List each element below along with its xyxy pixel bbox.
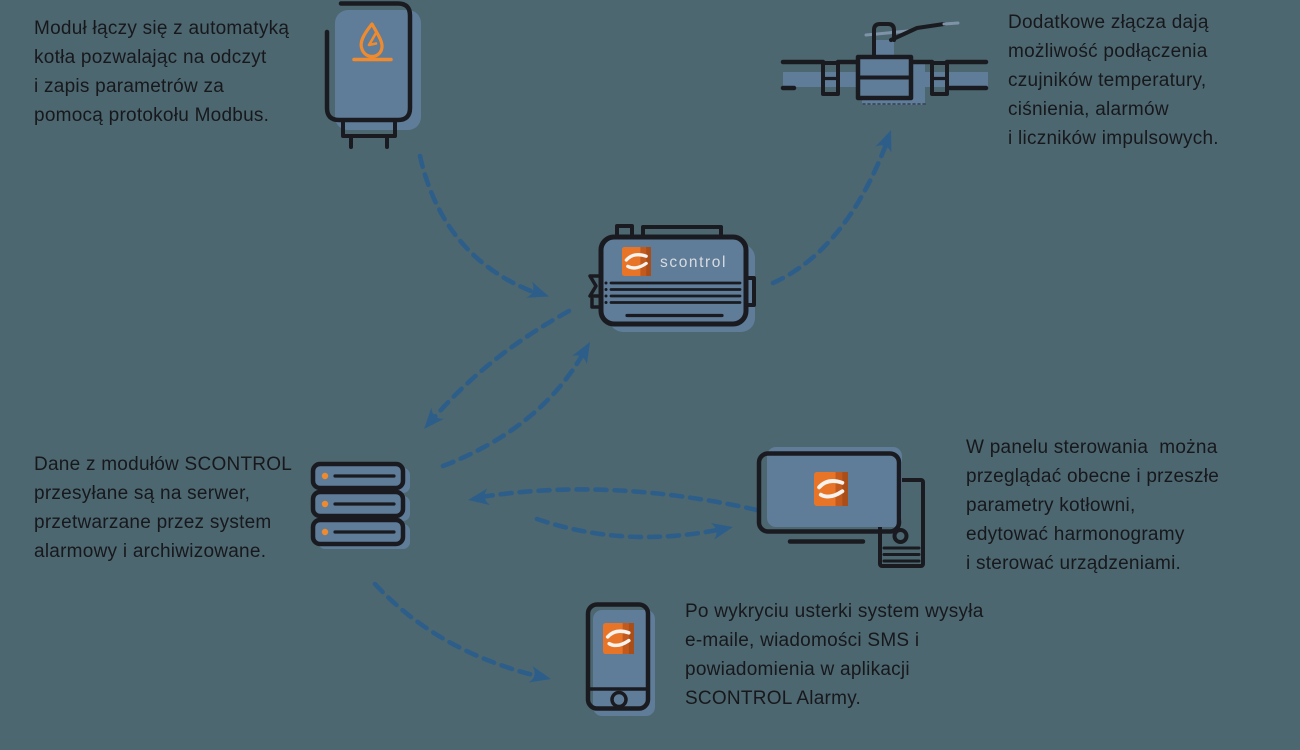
flame-icon	[352, 22, 393, 62]
text-line: przeglądać obecne i przeszłe	[966, 466, 1220, 487]
text-line: Dane z modułów SCONTROL	[34, 454, 293, 475]
text-line: i liczników impulsowych.	[1008, 128, 1219, 149]
panel-description: W panelu sterowania można przeglądać obe…	[966, 433, 1219, 578]
boiler-description: Moduł łączy się z automatyką kotła pozwa…	[34, 14, 289, 130]
monitor-icon	[756, 447, 925, 568]
text-line: edytować harmonogramy	[966, 524, 1185, 545]
text-line: przesyłane są na serwer,	[34, 483, 251, 504]
scontrol-logo-icon	[814, 472, 848, 506]
text-line: pomocą protokołu Modbus.	[34, 105, 270, 126]
arrow-server-to-monitor	[534, 516, 733, 540]
text-line: powiadomienia w aplikacji	[685, 659, 910, 680]
arrow-module-to-server	[424, 308, 572, 429]
text-line: parametry kotłowni,	[966, 495, 1136, 516]
phone-icon	[585, 602, 655, 716]
text-line: ciśnienia, alarmów	[1008, 99, 1169, 120]
alerts-description: Po wykryciu usterki system wysyła e-mail…	[685, 597, 984, 713]
text-line: Moduł łączy się z automatyką	[34, 18, 290, 39]
text-line: SCONTROL Alarmy.	[685, 688, 862, 709]
text-line: e-maile, wiadomości SMS i	[685, 630, 920, 651]
text-line: Po wykryciu usterki system wysyła	[685, 601, 984, 622]
scontrol-module-icon: scontrol	[588, 224, 756, 332]
arrow-monitor-to-server	[468, 487, 760, 513]
server-bay	[310, 489, 410, 521]
text-line: i zapis parametrów za	[34, 76, 225, 97]
arrow-server-to-module	[440, 342, 590, 469]
server-description: Dane z modułów SCONTROL przesyłane są na…	[34, 450, 292, 566]
boiler-icon	[324, 1, 421, 149]
text-line: i sterować urządzeniami.	[966, 553, 1182, 574]
text-line: czujników temperatury,	[1008, 70, 1207, 91]
module-ribs	[604, 281, 742, 318]
text-line: alarmowy i archiwizowane.	[34, 541, 267, 562]
home-button-icon	[610, 690, 628, 709]
text-line: kotła pozwalając na odczyt	[34, 47, 267, 68]
arrow-module-to-valve	[770, 130, 892, 286]
connectors-description: Dodatkowe złącza dają możliwość podłącze…	[1008, 8, 1219, 153]
server-bay	[310, 517, 410, 549]
text-line: przetwarzane przez system	[34, 512, 272, 533]
valve-icon	[780, 21, 989, 105]
scontrol-logo-icon	[603, 623, 634, 654]
text-line: Dodatkowe złącza dają	[1008, 12, 1209, 33]
scontrol-logo-icon	[622, 247, 651, 276]
server-icon	[310, 461, 410, 549]
server-bay	[310, 461, 410, 493]
text-line: W panelu sterowania można	[966, 437, 1218, 458]
text-line: możliwość podłączenia	[1008, 41, 1208, 62]
arrow-server-to-phone	[372, 581, 551, 683]
module-label: scontrol	[660, 254, 727, 271]
arrow-boiler-to-module	[417, 153, 549, 298]
